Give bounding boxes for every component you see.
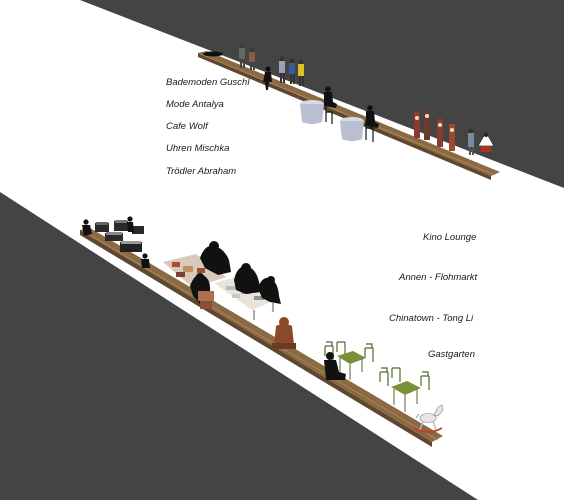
label-troedler-abraham: Trödler Abraham — [166, 166, 237, 177]
label-kino-lounge: Kino Lounge — [423, 232, 477, 243]
label-chinatown-tong-li: Chinatown - Tong Li — [389, 313, 474, 324]
lower-buddha-statue-icon — [272, 317, 296, 349]
lower-garden-chair-icon — [324, 341, 430, 390]
label-bademoden-guschl: Bademoden Guschl — [166, 77, 250, 88]
upper-round-table-icon — [300, 100, 364, 141]
upper-bench — [198, 51, 500, 180]
upper-dark-plane — [80, 0, 564, 188]
label-mode-antalya: Mode Antalya — [166, 99, 224, 110]
upper-trodler-items-icon — [468, 128, 495, 155]
upper-cafe-guest-silhouette-icon — [324, 86, 379, 128]
upper-clock-stall-icon — [414, 110, 455, 151]
label-cafe-wolf: Cafe Wolf — [166, 121, 208, 132]
upper-person-silhouette-icon — [263, 66, 272, 90]
lower-garden-guest-silhouette-icon — [324, 352, 346, 380]
lower-vendor-stall-icon — [198, 291, 214, 309]
upper-mannequin-icon — [239, 43, 255, 70]
lower-dark-plane — [0, 192, 478, 500]
label-annen-flohmarkt: Annen - Flohmarkt — [399, 272, 478, 283]
lower-lounge-furniture-icon — [95, 220, 144, 252]
upper-person-silhouette-icon — [203, 51, 223, 57]
label-gastgarten: Gastgarten — [428, 349, 475, 360]
label-uhren-mischka: Uhren Mischka — [166, 143, 230, 154]
lower-lounge-guest-silhouette-icon — [82, 216, 150, 268]
lower-rocking-horse-icon — [413, 404, 444, 433]
lower-flea-market-people-silhouette-icon — [190, 241, 281, 304]
lower-garden-table-icon — [337, 351, 421, 412]
upper-shoppers-icon — [279, 56, 304, 86]
upper-cafe-chair-icon — [325, 106, 374, 142]
